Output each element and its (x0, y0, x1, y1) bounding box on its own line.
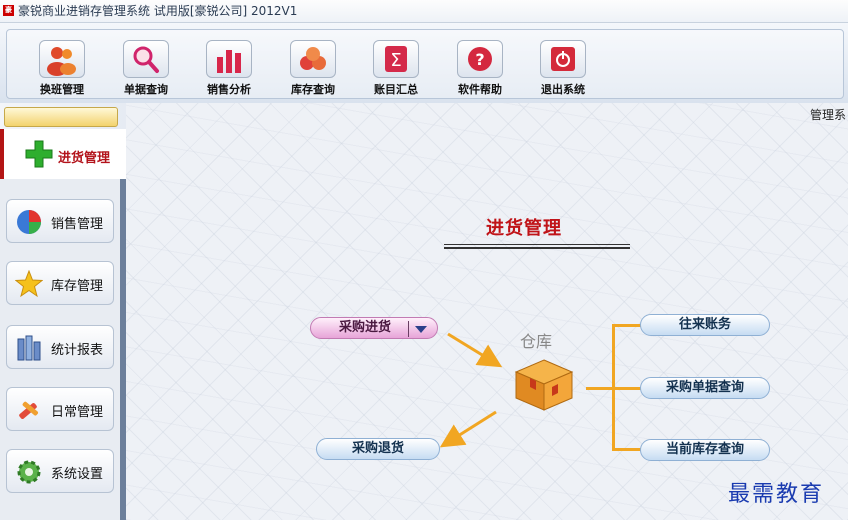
current-inventory-query-button[interactable]: 当前库存查询 (640, 439, 770, 461)
inventory-query-button[interactable]: 库存查询 (284, 40, 342, 98)
accounts-label: 往来账务 (678, 317, 731, 332)
connector-line (612, 448, 642, 451)
toolbar-label: 单据查询 (124, 83, 168, 96)
nav-label: 统计报表 (51, 343, 104, 358)
power-icon (540, 40, 586, 78)
nav-item-statistics-reports[interactable]: 统计报表 (6, 325, 114, 369)
section-title: 进货管理 (486, 218, 562, 239)
toolbar-label: 换班管理 (40, 83, 84, 96)
toolbar: 换班管理 单据查询 销售分析 库存查询 Σ 账目汇总 (0, 23, 848, 105)
nav-active-label: 进货管理 (58, 151, 111, 166)
watermark-text: 最需教育 (728, 482, 825, 507)
nav-header-bar (4, 107, 118, 127)
connector-line (586, 387, 614, 390)
gear-icon (15, 458, 43, 486)
nav-item-system-settings[interactable]: 系统设置 (6, 449, 114, 493)
users-icon (39, 40, 85, 78)
search-icon (123, 40, 169, 78)
dropdown-separator (408, 321, 409, 337)
toolbar-label: 销售分析 (207, 83, 251, 96)
arrow-to-return (439, 410, 497, 448)
nav-label: 系统设置 (51, 467, 104, 482)
warehouse-box-icon[interactable] (512, 356, 576, 412)
nav-label: 日常管理 (51, 405, 104, 420)
warehouse-label: 仓库 (520, 332, 553, 351)
svg-text:Σ: Σ (390, 50, 401, 71)
account-summary-button[interactable]: Σ 账目汇总 (367, 40, 425, 98)
document-query-button[interactable]: 单据查询 (117, 40, 175, 98)
purchase-in-label: 采购进货 (339, 320, 392, 335)
nav-item-sales-management[interactable]: 销售管理 (6, 199, 114, 243)
bar-chart-icon (206, 40, 252, 78)
main-panel: 管理系 进货管理 采购进货 采购退货 仓库 往来账务 (126, 103, 848, 520)
flow-arrows (439, 332, 503, 448)
current-inventory-query-label: 当前库存查询 (665, 442, 744, 457)
nav-item-daily-management[interactable]: 日常管理 (6, 387, 114, 431)
purchase-document-query-label: 采购单据查询 (665, 380, 744, 395)
sigma-icon: Σ (373, 40, 419, 78)
arrow-to-warehouse (447, 332, 503, 368)
software-help-button[interactable]: ? 软件帮助 (451, 40, 509, 98)
nav-item-inventory-management[interactable]: 库存管理 (6, 261, 114, 305)
toolbar-panel: 换班管理 单据查询 销售分析 库存查询 Σ 账目汇总 (6, 29, 844, 99)
nav-group: 销售管理 库存管理 统计报表 日常管理 系统设置 (0, 179, 126, 520)
plus-icon (24, 139, 54, 173)
title-bar: 豪 豪锐商业进销存管理系统 试用版[豪锐公司] 2012V1 (0, 0, 848, 23)
bars-icon (15, 334, 43, 362)
title-underline (444, 244, 630, 245)
connector-line (612, 324, 642, 327)
shift-management-button[interactable]: 换班管理 (33, 40, 91, 98)
toolbar-label: 库存查询 (291, 83, 335, 96)
nav-item-purchase-management[interactable]: 进货管理 (0, 129, 126, 179)
nav-label: 库存管理 (51, 279, 104, 294)
title-underline (444, 247, 630, 249)
svg-text:?: ? (475, 50, 484, 69)
purchase-in-dropdown[interactable]: 采购进货 (310, 317, 438, 339)
window-title: 豪锐商业进销存管理系统 试用版[豪锐公司] 2012V1 (18, 4, 298, 18)
sales-analysis-button[interactable]: 销售分析 (200, 40, 258, 98)
help-icon: ? (457, 40, 503, 78)
toolbar-label: 账目汇总 (374, 83, 418, 96)
app-logo-icon: 豪 (3, 5, 14, 16)
cubes-icon (290, 40, 336, 78)
purchase-return-button[interactable]: 采购退货 (316, 438, 440, 460)
toolbar-label: 退出系统 (541, 83, 585, 96)
pie-chart-icon (15, 208, 43, 236)
nav-label: 销售管理 (51, 217, 104, 232)
star-icon (14, 269, 44, 298)
purchase-return-label: 采购退货 (351, 441, 404, 456)
exit-system-button[interactable]: 退出系统 (534, 40, 592, 98)
accounts-button[interactable]: 往来账务 (640, 314, 770, 336)
purchase-document-query-button[interactable]: 采购单据查询 (640, 377, 770, 399)
tools-icon (15, 396, 43, 424)
toolbar-label: 软件帮助 (458, 83, 502, 96)
dropdown-arrow-icon (415, 326, 427, 333)
left-nav: 进货管理 销售管理 库存管理 统计报表 日常管理 (0, 103, 126, 520)
corner-system-label: 管理系 (809, 108, 846, 122)
connector-line (612, 387, 642, 390)
